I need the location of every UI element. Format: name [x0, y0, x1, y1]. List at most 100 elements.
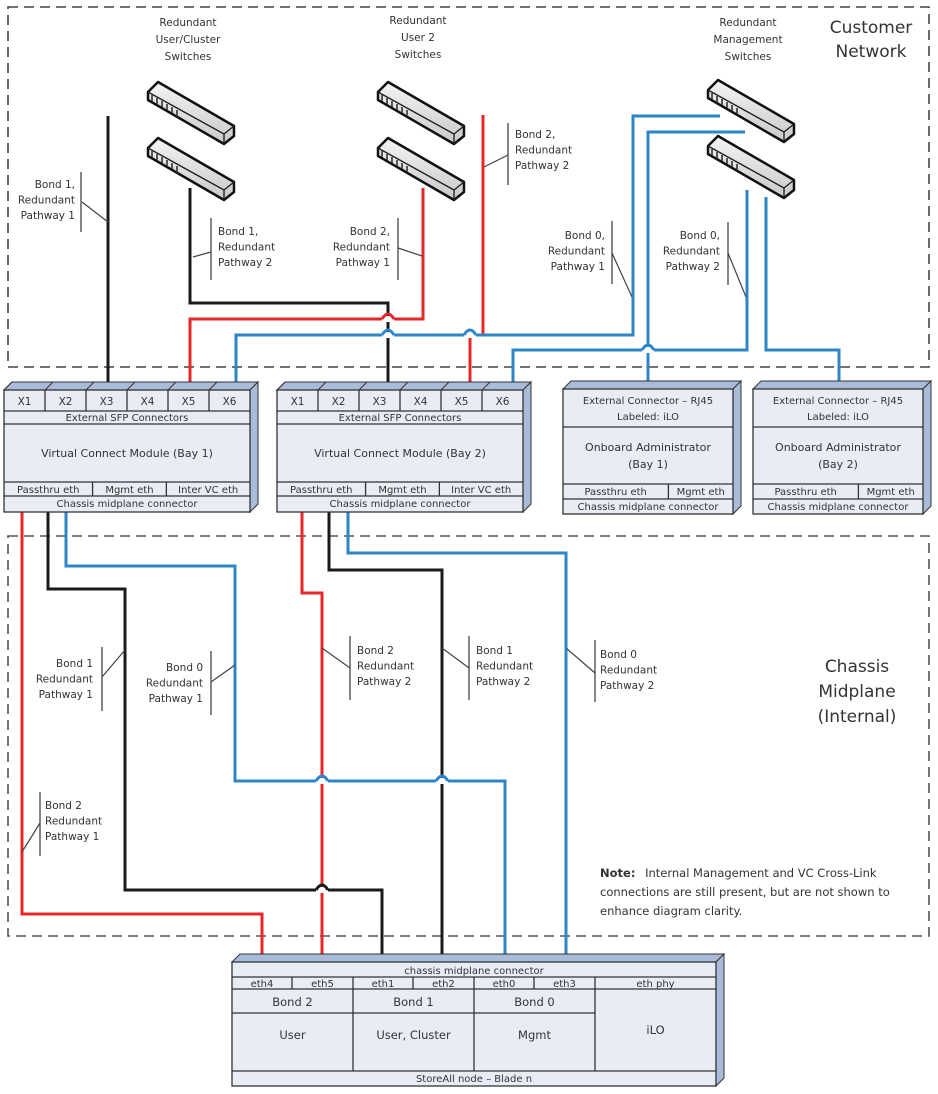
- sfp-port-x4: X4: [414, 396, 428, 408]
- switch-icon: [376, 136, 466, 202]
- blade-eth-eth0: eth0: [493, 979, 516, 990]
- pathway-label-line: Bond 2: [45, 800, 82, 812]
- port-top-edge: [208, 381, 218, 391]
- midplane-connector-label: Chassis midplane connector: [330, 499, 472, 510]
- sfp-port-x6: X6: [223, 396, 237, 408]
- switch-group-label: User/Cluster: [156, 34, 221, 46]
- pathway-label-line: Redundant: [45, 816, 102, 828]
- oa-title: (Bay 1): [628, 458, 668, 471]
- zone-title-line: (Internal): [818, 707, 897, 727]
- wire-crossing-gap: [436, 778, 448, 784]
- sfp-port-x5: X5: [182, 396, 196, 408]
- zone-title-line: Network: [836, 42, 907, 62]
- wire-crossing-gap: [316, 778, 328, 784]
- switch-icon: [146, 80, 236, 146]
- port-top-edge: [317, 381, 327, 391]
- pathway-label-line: Bond 0: [600, 649, 637, 661]
- wire-crossing-hop: [380, 312, 396, 320]
- eth-port-label: Mgmt eth: [867, 487, 915, 498]
- pathway-label-line: Redundant: [476, 661, 533, 673]
- wire-crossing-hop: [314, 774, 330, 782]
- pathway-label-line: Pathway 2: [357, 676, 411, 688]
- leader-line: [21, 822, 41, 853]
- port-top-edge: [44, 381, 54, 391]
- sfp-port-x5: X5: [455, 396, 469, 408]
- pathway-label-line: Pathway 1: [336, 257, 390, 269]
- pathway-label-line: Bond 0,: [680, 230, 720, 242]
- oa-title: Onboard Administrator: [775, 441, 901, 454]
- pathway-label-line: Bond 1,: [218, 226, 258, 238]
- eth-port-label: Mgmt eth: [378, 485, 426, 496]
- pathway-label-line: Pathway 2: [666, 261, 720, 273]
- blade-role-label: Mgmt: [518, 1028, 551, 1042]
- switch-icon: [376, 80, 466, 146]
- leader-line: [565, 647, 596, 674]
- sfp-port-x2: X2: [59, 396, 73, 408]
- blade-role-label: User: [279, 1028, 305, 1042]
- switch-group-label: Switches: [395, 49, 442, 61]
- switch-group-label: User 2: [401, 32, 435, 44]
- wire-crossing-gap: [382, 316, 394, 322]
- switch-group-label: Redundant: [389, 15, 446, 27]
- port-top-edge: [440, 381, 450, 391]
- wire-crossing-hop: [380, 328, 396, 336]
- leader-line: [727, 252, 747, 298]
- sfp-connectors-label: External SFP Connectors: [66, 413, 189, 424]
- wire-crossing-hop: [462, 328, 478, 336]
- blade-role-label: iLO: [646, 1023, 664, 1037]
- sfp-port-x4: X4: [141, 396, 155, 408]
- switch-edge: [147, 91, 235, 144]
- switch-group-label: Redundant: [159, 17, 216, 29]
- sfp-port-x3: X3: [373, 396, 387, 408]
- box-side-face: [249, 380, 259, 514]
- pathway-label-line: Redundant: [333, 242, 390, 254]
- blade-midplane-connector-label: chassis midplane connector: [404, 966, 544, 977]
- port-top-edge: [126, 381, 136, 391]
- bond0-path1-internal: [64, 510, 507, 960]
- pathway-label-line: Pathway 1: [149, 693, 203, 705]
- pathway-label-line: Pathway 2: [600, 680, 654, 692]
- bond2-path1-uplink: [188, 188, 425, 383]
- switch-edge: [377, 91, 465, 144]
- bond0-path1-uplink: [234, 114, 720, 383]
- eth-port-label: Inter VC eth: [451, 485, 511, 496]
- switch-edge: [377, 147, 465, 200]
- switch-edge: [707, 145, 795, 198]
- eth-port-label: Passthru eth: [774, 487, 836, 498]
- pathway-label-line: Redundant: [663, 246, 720, 258]
- pathway-label-line: Bond 1,: [35, 179, 75, 191]
- switch-body: [146, 80, 236, 146]
- bond1-path2-uplink: [188, 188, 390, 383]
- pathway-label-line: Bond 1: [56, 658, 93, 670]
- zone-title-line: Chassis: [825, 657, 889, 677]
- switch-group-label: Switches: [165, 51, 212, 63]
- eth-port-label: Mgmt eth: [105, 485, 153, 496]
- pathway-label-line: Pathway 2: [218, 257, 272, 269]
- oa2-uplink: [764, 197, 841, 383]
- switch-group-label: Management: [713, 34, 782, 46]
- pathway-label-line: Redundant: [218, 242, 275, 254]
- switch-icon: [706, 134, 796, 200]
- blade-bond-label: Bond 2: [272, 995, 313, 1009]
- switch-body: [376, 80, 466, 146]
- connection-lines: [20, 114, 841, 960]
- svg-text:Note: Internal Managemen: Note: Internal Management and VC Cross-L…: [600, 866, 877, 880]
- blade-eth-eth3: eth3: [553, 979, 576, 990]
- switch-group-label: Switches: [725, 51, 772, 63]
- eth-port-label: Inter VC eth: [178, 485, 238, 496]
- chassis-midplane-zone: Chassis Midplane (Internal): [7, 535, 930, 937]
- bond1-path1-internal: [46, 510, 384, 960]
- sfp-port-x3: X3: [100, 396, 114, 408]
- wire-crossing-gap: [642, 347, 654, 353]
- pathway-label-line: Bond 2,: [515, 129, 555, 141]
